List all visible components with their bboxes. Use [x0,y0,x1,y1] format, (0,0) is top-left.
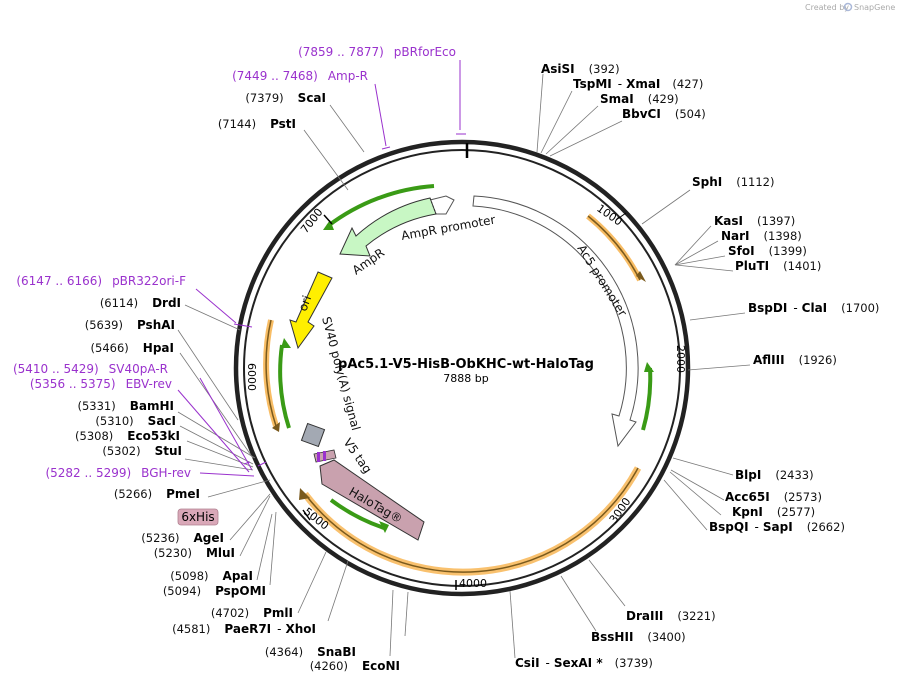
site-pmei: (5266)PmeI [114,487,200,501]
primer-pbrforeco: (7859 .. 7877)pBRforEco [298,45,456,59]
tick-1000-mark [615,212,627,221]
site-pmli: (4702)PmlI [211,606,293,620]
site-bspqi: BspQI-SapI(2662) [709,520,845,534]
site-acc65i: Acc65I(2573) [725,490,822,504]
orf-arc-4-head [379,521,389,533]
orf-arc-6 [278,344,291,429]
his-badge: 6xHis [177,508,219,526]
sv40-polya-feature [300,422,326,448]
site-sphi: SphI(1112) [692,175,775,189]
primer-ampr: (7449 .. 7468)Amp-R [232,69,368,83]
orf-arc-5-head [272,422,280,432]
backbone-inner [243,149,681,587]
site-tspmi: TspMI-XmaI(427) [573,77,703,91]
site-pspomi: (5094)PspOMI [163,584,266,598]
primer-sv40pa: (5410 .. 5429)SV40pA-R [13,362,168,376]
site-labels-left: (4260)EcoNI (4364)SnaBI (4581)PaeR7I-Xho… [75,91,400,673]
site-scai: (7379)ScaI [245,91,326,105]
primer-ebv: (5356 .. 5375)EBV-rev [30,377,172,391]
his-mark [317,452,320,462]
site-kpni: KpnI(2577) [732,505,815,519]
ac5-promoter-feature [472,195,639,448]
tick-2000: 2000 [674,345,687,373]
orf-arc-7 [326,184,435,228]
orf-arc-1-head [636,271,646,282]
label-ori: ori [296,294,314,313]
site-kasi: KasI(1397) [714,214,795,228]
orf-arc-2 [641,367,653,431]
site-blpi: BlpI(2433) [735,468,814,482]
his-mark-2 [323,451,326,461]
orf-arc-5-line [265,319,277,427]
tick-6000: 6000 [245,363,258,391]
orf-arc-7-head [323,220,334,230]
orf-arcs [263,184,654,576]
site-aflii: AflIII(1926) [753,353,837,367]
ampr-feature [339,197,437,257]
orf-arc-4 [329,498,385,530]
orf-arc-6-head [281,338,291,348]
primer-leaders [177,60,466,477]
orf-arc-3-head [299,488,310,500]
site-eco53ki: (5308)Eco53kI [75,429,180,443]
halotag-feature [319,459,425,541]
site-saci: (5310)SacI [95,414,176,428]
credit-watermark: Created by SnapGene [805,2,895,12]
site-bbvci: BbvCI(504) [622,107,706,121]
leader-lines [177,73,751,659]
site-hpai: (5466)HpaI [91,341,174,355]
orf-arc-3-line [304,467,639,573]
snapgene-logo-icon [843,2,853,12]
orf-arc-1-line [587,215,641,281]
site-agei: (5236)AgeI [141,531,224,545]
plasmid-length: 7888 bp [443,372,488,385]
site-pshai: (5639)PshAI [85,318,175,332]
primer-bgh: (5282 .. 5299)BGH-rev [45,466,191,480]
credit-prefix: Created by [805,3,849,12]
site-bsshii: BssHII(3400) [591,630,686,644]
his-badge-label: 6xHis [181,510,214,524]
label-sv40: SV40 poly(A) signal [319,315,363,432]
his-badge-bg [177,508,219,526]
site-snabi: (4364)SnaBI [265,645,356,659]
site-pluti: PluTI(1401) [735,259,821,273]
credit-brand: SnapGene [854,3,895,12]
ori-feature [289,271,333,350]
orf-arc-2-head [644,362,654,372]
site-apai: (5098)ApaI [170,569,253,583]
backbone-outer [233,139,691,597]
tick-5000-mark [302,509,311,521]
site-sfoi: SfoI(1399) [728,244,807,258]
site-stui: (5302)StuI [102,444,182,458]
primer-labels: (7859 .. 7877)pBRforEco (7449 .. 7468)Am… [13,45,456,480]
tick-7000-mark [323,214,333,225]
site-paer7i: (4581)PaeR7I-XhoI [172,622,316,636]
ampr-divider [429,197,437,215]
site-psti: (7144)PstI [218,117,296,131]
plasmid-name: pAc5.1-V5-HisB-ObKHC-wt-HaloTag [338,357,594,372]
site-bspdi: BspDI-ClaI(1700) [748,301,879,315]
site-labels-right: AsiSI(392) TspMI-XmaI(427) SmaI(429) Bbv… [515,62,879,670]
site-drdi: (6114)DrdI [100,296,181,310]
site-econi: (4260)EcoNI [310,659,400,673]
site-csii: CsiI-SexAI *(3739) [515,656,653,670]
site-smai: SmaI(429) [600,92,679,106]
site-asisi: AsiSI(392) [541,62,620,76]
site-mlui: (5230)MluI [154,546,235,560]
tick-4000: 4000 [459,577,487,590]
primer-pbr322ori: (6147 .. 6166)pBR322ori-F [16,274,186,288]
site-bamhi: (5331)BamHI [77,399,174,413]
features [289,195,639,541]
site-draiii: DraIII(3221) [626,609,716,623]
site-nari: NarI(1398) [721,229,802,243]
